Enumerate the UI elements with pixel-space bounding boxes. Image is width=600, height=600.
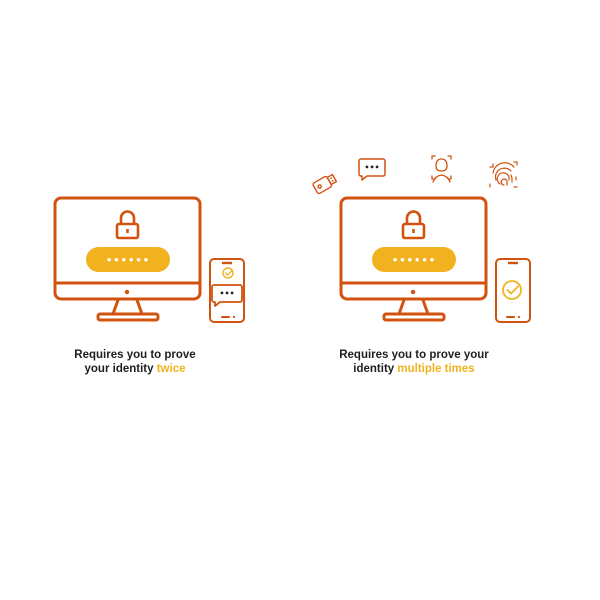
phone-dot [232,315,236,319]
password-field [86,247,170,272]
password-mask: •••••• [106,256,150,267]
check-icon [222,267,234,279]
usb-key-icon [312,173,338,195]
right-caption: Requires you to prove your identity mult… [324,348,504,376]
password-field [372,247,456,272]
right-caption-highlight: multiple times [397,363,475,375]
right-caption-line2: identity multiple times [324,362,504,376]
smartphone-icon [209,258,245,323]
monitor-icon [339,196,488,322]
monitor-power-dot [124,289,130,295]
left-panel: •••••• ••• Requires you to prove your id… [50,196,245,376]
left-caption-highlight: twice [156,363,186,375]
monitor-power-dot [410,289,416,295]
right-caption-line1: Requires you to prove your [339,349,489,361]
chat-bubble-icon [358,158,386,181]
left-caption-prefix: your identity [84,363,157,375]
lock-icon [115,210,140,240]
left-illustration: •••••• ••• [53,196,245,323]
right-panel: •••••• ••• [300,0,600,600]
chat-bubble-icon [211,284,243,307]
chat-dots: ••• [219,289,234,298]
right-illustration: •••••• ••• [312,155,531,323]
left-caption-line2: your identity twice [50,362,220,376]
password-mask: •••••• [392,256,436,267]
phone-dot [517,315,521,319]
left-caption: Requires you to prove your identity twic… [50,348,220,376]
chat-dots: ••• [364,163,379,172]
left-caption-line1: Requires you to prove [74,349,196,361]
monitor-icon [53,196,202,322]
lock-icon [401,210,426,240]
face-scan-icon [431,155,452,183]
fingerprint-icon [489,161,518,188]
smartphone-icon [495,258,531,323]
check-icon [502,280,522,300]
right-caption-prefix: identity [353,363,398,375]
